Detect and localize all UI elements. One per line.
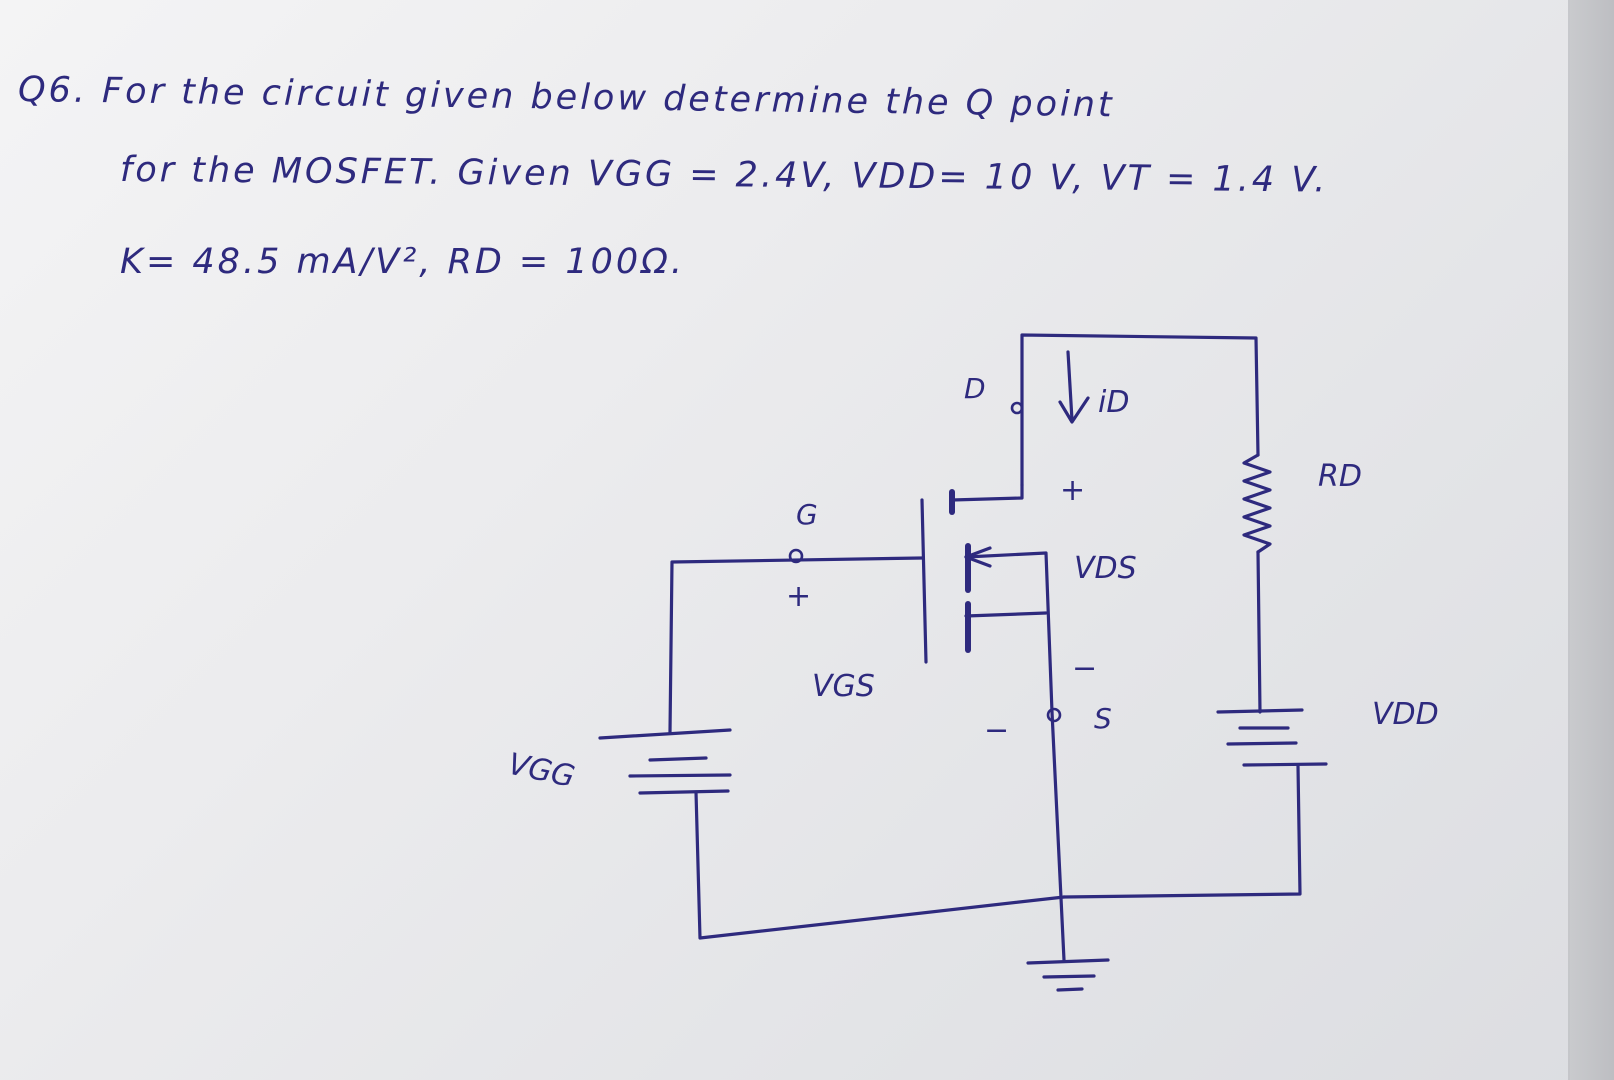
source-node bbox=[1046, 707, 1062, 723]
vgg-plate-4 bbox=[638, 789, 730, 795]
problem-line-3: K= 48.5 mA/V², RD = 100Ω. bbox=[120, 242, 686, 282]
background-surface bbox=[1570, 0, 1614, 1080]
gate-plate bbox=[920, 498, 928, 664]
vdd-label: VDD bbox=[1372, 697, 1439, 732]
circuit-wires bbox=[598, 333, 1328, 992]
mosfet-symbol bbox=[920, 489, 971, 664]
drain-top-wire bbox=[1020, 333, 1260, 487]
vds-minus-sign: − bbox=[1072, 651, 1097, 686]
vdd-plate-4 bbox=[1242, 762, 1328, 767]
vdd-plate-1 bbox=[1216, 708, 1304, 714]
gate-label: G bbox=[796, 498, 818, 531]
gate-wire bbox=[668, 556, 924, 734]
vdd-plate-3 bbox=[1226, 741, 1298, 746]
drain-label: D bbox=[964, 372, 986, 405]
vgg-label: VGG bbox=[505, 747, 578, 795]
ground-line-3 bbox=[1056, 987, 1084, 992]
vgg-plate-3 bbox=[628, 773, 732, 778]
drain-current-arrow bbox=[1058, 350, 1090, 424]
gate-node bbox=[788, 548, 804, 564]
drain-current-label: iD bbox=[1098, 385, 1129, 420]
source-lead bbox=[964, 551, 1054, 714]
resistor-rd bbox=[1242, 453, 1272, 554]
vds-label: VDS bbox=[1074, 551, 1137, 586]
bottom-return-wire bbox=[694, 790, 1066, 940]
circuit-nodes bbox=[788, 401, 1062, 723]
vdd-bottom-wire bbox=[1062, 764, 1302, 899]
vgs-plus-sign: + bbox=[786, 579, 811, 614]
source-bottom-lead bbox=[964, 611, 1048, 618]
id-arrow-head bbox=[1058, 396, 1090, 424]
rd-to-vdd-wire bbox=[1256, 550, 1262, 714]
vgs-label: VGS bbox=[812, 669, 875, 704]
source-label: S bbox=[1094, 702, 1112, 735]
vds-plus-sign: + bbox=[1060, 473, 1085, 508]
drain-node bbox=[1010, 401, 1024, 415]
vgs-minus-sign: − bbox=[984, 713, 1009, 748]
drain-lead bbox=[950, 483, 1024, 502]
source-to-ground-wire bbox=[1050, 710, 1066, 962]
vgg-plate-2 bbox=[648, 756, 708, 762]
vgg-plate-1 bbox=[598, 728, 732, 740]
rd-label: RD bbox=[1318, 459, 1362, 494]
id-arrow-shaft bbox=[1066, 350, 1074, 422]
ground-line-1 bbox=[1026, 958, 1110, 965]
ground-line-2 bbox=[1042, 974, 1096, 979]
